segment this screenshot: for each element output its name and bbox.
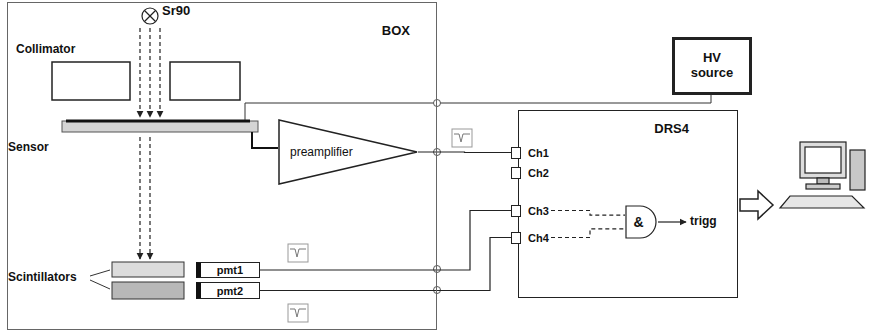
channel-port: Ch2 xyxy=(511,165,551,180)
leader-line xyxy=(90,280,110,289)
signal-wire xyxy=(418,151,511,153)
port-socket xyxy=(511,205,521,217)
node-text: Ch2 xyxy=(528,167,549,179)
node-text: Ch4 xyxy=(528,232,549,244)
beta-rays xyxy=(140,28,160,259)
node-text: Ch1 xyxy=(528,147,549,159)
signal-wire xyxy=(551,229,625,238)
source-symbol xyxy=(142,8,158,24)
node-text: pmt2 xyxy=(217,285,243,297)
signal-wire xyxy=(260,238,511,291)
data-link-arrow xyxy=(740,191,773,219)
channel-port: Ch4 xyxy=(511,230,551,245)
sensor-plate xyxy=(62,121,258,132)
preamplifier-triangle: preamplifier xyxy=(278,119,418,185)
node-text: DRS4 xyxy=(654,121,689,136)
node-text: Ch3 xyxy=(528,205,549,217)
signal-wire xyxy=(260,211,511,271)
hv-wire xyxy=(245,95,711,120)
sensor-output-wire xyxy=(252,132,278,148)
part-label: Scintillators xyxy=(8,270,77,284)
node-text: pmt1 xyxy=(217,264,243,276)
channel-port: Ch1 xyxy=(511,145,551,160)
node-text: & xyxy=(633,214,643,230)
channel-port: Ch3 xyxy=(511,203,551,218)
port-socket xyxy=(511,232,521,244)
and-gate: & xyxy=(625,205,657,239)
collimator-block xyxy=(170,62,240,100)
trigger-arrow xyxy=(658,221,686,222)
part-label: Sensor xyxy=(8,140,49,154)
collimator-block xyxy=(52,62,130,100)
feedthrough xyxy=(434,100,441,294)
node-text: preamplifier xyxy=(290,145,353,159)
part-label: Collimator xyxy=(16,42,75,56)
node-text: BOX xyxy=(382,23,410,38)
digitizer-box: DRS4Ch1Ch2Ch3Ch4 & xyxy=(518,110,738,298)
pmt-box: pmt1 xyxy=(196,262,260,278)
signal-wire xyxy=(551,211,625,216)
signal-label: trigg xyxy=(690,214,717,228)
scintillator xyxy=(112,282,184,299)
computer-icon xyxy=(780,142,865,208)
pmt-box: pmt2 xyxy=(196,282,260,299)
leader-line xyxy=(90,270,110,276)
node-text: HV source xyxy=(686,51,738,81)
sensor-electrode xyxy=(66,120,250,123)
port-socket xyxy=(511,167,521,179)
hv-source-box: HV source xyxy=(672,37,752,95)
scintillator xyxy=(112,262,184,277)
source-label: Sr90 xyxy=(162,3,190,18)
port-socket xyxy=(511,147,521,159)
